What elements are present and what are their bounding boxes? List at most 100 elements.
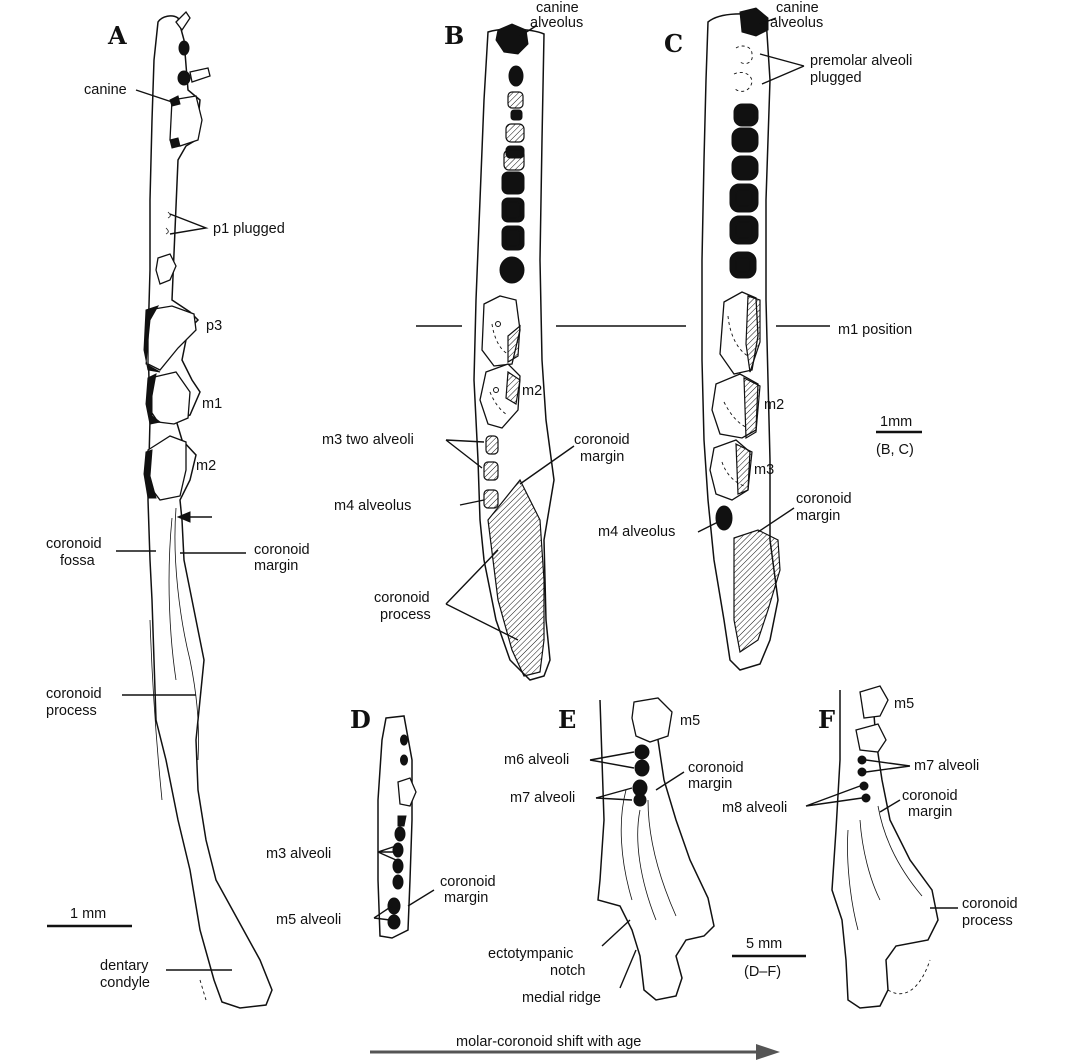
leader-m6-e	[589, 751, 635, 769]
leader-m5-d	[373, 905, 393, 921]
ridge-lines-f	[847, 805, 923, 931]
m7-alv2-f	[857, 767, 867, 777]
panel-letter-f: F	[818, 705, 835, 734]
leader-canine-a	[135, 89, 173, 103]
m8-alv1-f	[859, 781, 869, 791]
coronoid-line-a2	[168, 517, 177, 681]
label-m8-f: m8 alveoli	[722, 800, 787, 816]
m6-tooth-f	[855, 723, 887, 753]
label-m3-c: m3	[754, 462, 774, 478]
label-p3-a: p3	[206, 318, 222, 334]
label-margin-f1: coronoid	[902, 788, 958, 804]
canine-root-a2	[177, 70, 191, 86]
label-process-f1: coronoid	[962, 896, 1018, 912]
label-notch-e1: ectotympanic	[488, 946, 573, 962]
age-shift-arrow: molar-coronoid shift with age	[370, 1034, 780, 1060]
arrow-head-a	[176, 511, 191, 523]
alveoli-d	[387, 734, 408, 930]
scale-label-bc2: (B, C)	[876, 442, 914, 458]
panel-f: F m5 m7 alveoli m8 alveoli coronoid marg…	[722, 685, 1018, 1009]
label-m4-b: m4 alveolus	[334, 498, 411, 514]
label-m6-e: m6 alveoli	[504, 752, 569, 768]
leader-m7-e	[595, 787, 633, 801]
label-process-f2: process	[962, 913, 1013, 929]
label-fossa-a2: fossa	[60, 553, 96, 569]
tooth-d	[397, 777, 417, 807]
leader-ridge-e	[619, 949, 637, 989]
canine-tooth-a	[189, 67, 211, 83]
leader-m3-b	[445, 439, 485, 469]
m2-root-a	[143, 449, 157, 499]
label-condyle-a1: dentary	[100, 958, 149, 974]
panel-d: D m3 alveoli m5 alveoli coronoid margin	[266, 705, 496, 939]
label-canine-c1: canine	[776, 0, 819, 16]
m3-hatch-c	[735, 443, 753, 495]
leader-m4-c	[697, 521, 719, 533]
m5-tooth-f	[859, 685, 889, 719]
label-m1-a: m1	[202, 396, 222, 412]
label-fossa-a1: coronoid	[46, 536, 102, 552]
m1-hatch-b	[507, 324, 521, 364]
label-m7-f: m7 alveoli	[914, 758, 979, 774]
label-canine-b1: canine	[536, 0, 579, 16]
m6-alv1-e	[634, 744, 650, 760]
canine-alv-a1	[169, 95, 181, 107]
cusps-c	[721, 315, 749, 487]
panel-letter-c: C	[664, 29, 683, 58]
label-m2-b: m2	[522, 383, 542, 399]
label-process-b1: coronoid	[374, 590, 430, 606]
label-m5-f: m5	[894, 696, 914, 712]
arrow-label: molar-coronoid shift with age	[456, 1034, 641, 1050]
leader-process-b	[445, 549, 519, 641]
canine-alveolus-b	[495, 23, 529, 55]
panel-letter-e: E	[558, 705, 576, 734]
alveoli-row-c	[729, 103, 759, 279]
label-process-a1: coronoid	[46, 686, 102, 702]
m7-alv2-e	[633, 793, 647, 807]
leader-margin-d	[407, 889, 435, 907]
label-m3-b: m3 two alveoli	[322, 432, 414, 448]
panel-letter-d: D	[350, 705, 371, 734]
canine-alv-a2	[169, 137, 181, 149]
m4-alv-b	[483, 489, 499, 509]
m2-hatch-c	[743, 377, 761, 440]
plugged-alveoli-c	[733, 45, 753, 92]
label-process-b2: process	[380, 607, 431, 623]
coronoid-line-a3	[149, 619, 163, 801]
label-m2-c: m2	[764, 397, 784, 413]
label-margin-b2: margin	[580, 449, 624, 465]
label-margin-c1: coronoid	[796, 491, 852, 507]
scale-label-a: 1 mm	[70, 906, 106, 922]
condyle-dash-f	[887, 959, 931, 995]
leader-canine-b	[519, 25, 537, 37]
m4-alv-c	[715, 505, 733, 531]
label-margin-a1: coronoid	[254, 542, 310, 558]
m1-cusp-b	[491, 323, 509, 355]
label-canine-c2: alveolus	[770, 15, 823, 31]
label-m5-e: m5	[680, 713, 700, 729]
arrow-head-footer	[756, 1044, 780, 1060]
coronoid-process-c	[733, 529, 781, 654]
leader-notch-e	[601, 919, 631, 947]
panel-b: B canine alveolus	[322, 0, 630, 681]
label-margin-b1: coronoid	[574, 432, 630, 448]
label-premolar-c2: plugged	[810, 70, 862, 86]
p2-a	[155, 253, 177, 285]
canine-root-a1	[178, 40, 190, 56]
m3-alv2-b	[483, 461, 499, 481]
label-margin-a2: margin	[254, 558, 298, 574]
incisor-a	[175, 10, 191, 32]
jaw-outline-d	[377, 715, 413, 939]
label-m2-a: m2	[196, 458, 216, 474]
m8-alv2-f	[861, 793, 871, 803]
label-m4-c: m4 alveolus	[598, 524, 675, 540]
leader-canine-c	[759, 17, 777, 25]
coronoid-line-a1	[174, 507, 199, 761]
p3-root-a	[143, 305, 161, 373]
label-process-a2: process	[46, 703, 97, 719]
leader-p1-a	[169, 213, 209, 235]
leader-margin-f	[879, 799, 901, 813]
leader-margin-b	[519, 445, 575, 485]
label-m7-e: m7 alveoli	[510, 790, 575, 806]
